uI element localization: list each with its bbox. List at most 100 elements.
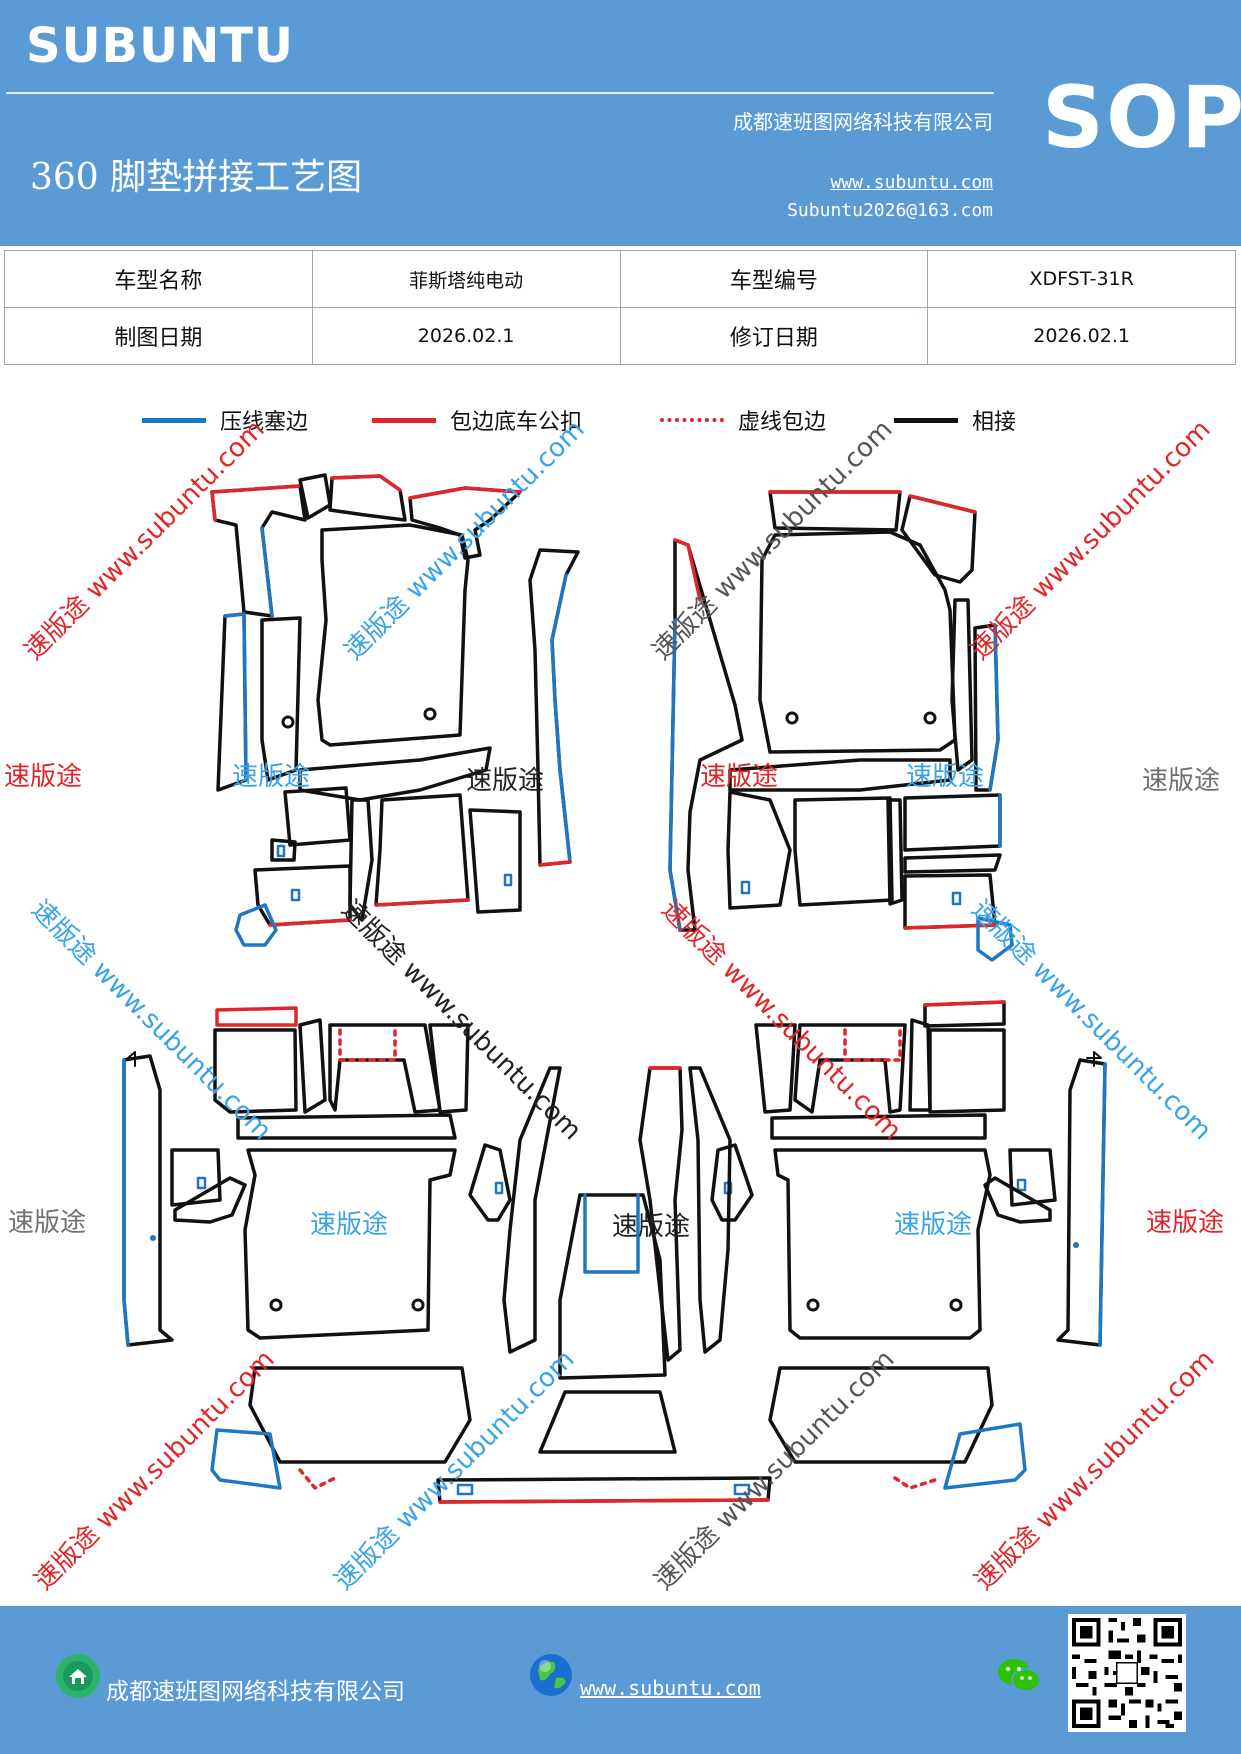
mat-piece [768, 1366, 994, 1464]
mat-piece [943, 1422, 1027, 1490]
header-email[interactable]: Subuntu2026@163.com [787, 200, 993, 221]
front-right-mat-group [668, 490, 1014, 962]
mat-piece [688, 1066, 732, 1354]
mat-piece [122, 1054, 174, 1347]
mat-piece [316, 523, 470, 747]
mat-piece [1008, 1148, 1057, 1207]
table-row: 制图日期 2026.02.1 修订日期 2026.02.1 [4, 307, 1236, 365]
mat-piece [668, 538, 744, 932]
legend-swatch-red [372, 417, 436, 423]
mat-hole [806, 1298, 820, 1312]
mat-slot [196, 1176, 207, 1190]
mat-slot [1016, 1178, 1027, 1192]
mat-piece [793, 1023, 907, 1114]
mat-slot [733, 1483, 751, 1496]
legend-item: 相接 [894, 400, 1016, 440]
mat-piece [983, 1176, 1052, 1224]
mat-piece [248, 1366, 472, 1464]
mat-slot [290, 888, 301, 902]
footer-company: 成都速班图网络科技有限公司 [106, 1679, 405, 1705]
mat-slot [503, 873, 513, 887]
mat-slot [494, 1181, 504, 1195]
mat-hole [269, 1298, 283, 1312]
mat-piece [770, 1113, 987, 1140]
mat-piece [710, 1143, 754, 1222]
mat-piece [638, 1066, 684, 1362]
sop-badge: SOP [1042, 68, 1241, 168]
mat-piece [903, 793, 1002, 852]
mat-hole [423, 707, 437, 721]
mat-piece [298, 1018, 327, 1114]
mat-hole [923, 711, 937, 725]
mat-piece [928, 1028, 1006, 1114]
front-left-mat-group [210, 473, 580, 947]
mat-piece [170, 1148, 222, 1207]
mat-piece [173, 1176, 247, 1224]
mat-hole [1073, 1242, 1079, 1248]
legend-label: 压线塞边 [220, 410, 309, 435]
model-name-value: 菲斯塔纯电动 [311, 250, 621, 308]
mat-piece [976, 916, 1014, 962]
revise-date-label: 修订日期 [619, 307, 929, 365]
mat-piece [348, 798, 374, 922]
mat-hole [411, 1298, 425, 1312]
header-banner: SUBUNTU 成都速班图网络科技有限公司 SOP 360 脚垫拼接工艺图 ww… [0, 0, 1241, 246]
rear-right-mat-group [688, 1000, 1107, 1490]
header-website-link[interactable]: www.subuntu.com [830, 172, 993, 193]
legend-swatch-blue [142, 417, 206, 423]
mat-piece [436, 1476, 772, 1504]
globe-icon [530, 1654, 572, 1696]
mat-piece [793, 796, 894, 907]
mat-piece [1056, 1058, 1107, 1347]
mat-piece [908, 1018, 932, 1112]
legend-label: 相接 [972, 410, 1017, 435]
mat-piece [210, 1428, 282, 1490]
footer-website-link[interactable]: www.subuntu.com [580, 1676, 761, 1700]
wechat-icon[interactable] [996, 1656, 1042, 1696]
mat-piece [728, 758, 952, 792]
qr-code[interactable] [1068, 1614, 1186, 1732]
table-row: 车型名称 菲斯塔纯电动 车型编号 XDFST-31R [4, 250, 1236, 308]
legend-label: 虚线包边 [738, 410, 827, 435]
mat-piece [950, 598, 974, 772]
mat-piece [216, 612, 248, 792]
mat-piece [468, 808, 522, 914]
mat-piece [236, 1113, 457, 1140]
mat-piece [260, 616, 302, 782]
mat-piece [773, 1148, 992, 1340]
mat-piece [210, 484, 307, 618]
model-code-value: XDFST-31R [927, 250, 1236, 308]
mat-piece [213, 1028, 298, 1114]
line-legend: 压线塞边 包边底车公扣 虚线包边 相接 [0, 400, 1241, 440]
legend-swatch-black [894, 417, 958, 423]
header-company: 成都速班图网络科技有限公司 [733, 110, 993, 134]
direction-arrow [127, 1051, 143, 1067]
brand-logo: SUBUNTU [26, 18, 294, 74]
mat-piece [428, 1023, 470, 1114]
mat-piece [538, 1390, 677, 1454]
mat-slot [740, 880, 751, 895]
mat-piece [558, 1193, 667, 1380]
draw-date-label: 制图日期 [4, 307, 313, 365]
document-title: 360 脚垫拼接工艺图 [30, 157, 363, 198]
mat-piece [754, 1023, 797, 1114]
mat-piece [298, 746, 492, 802]
legend-label: 包边底车公扣 [450, 410, 583, 435]
model-code-label: 车型编号 [619, 250, 929, 308]
mat-piece [374, 793, 470, 907]
model-name-label: 车型名称 [4, 250, 313, 308]
mat-piece [726, 790, 792, 910]
direction-arrow [1086, 1051, 1102, 1067]
draw-date-value: 2026.02.1 [311, 307, 621, 365]
mat-hole [949, 1298, 963, 1312]
mat-piece [243, 1148, 457, 1340]
revise-date-value: 2026.02.1 [927, 307, 1236, 365]
mat-piece [215, 1006, 298, 1027]
footer-banner: 成都速班图网络科技有限公司 www.subuntu.com [0, 1606, 1241, 1754]
mat-slot [276, 844, 286, 858]
center-rear-mat-group [436, 1066, 772, 1504]
mat-piece [328, 1023, 442, 1114]
mat-piece [502, 1066, 562, 1354]
mat-hole [785, 711, 799, 725]
legend-item: 包边底车公扣 [372, 400, 582, 440]
